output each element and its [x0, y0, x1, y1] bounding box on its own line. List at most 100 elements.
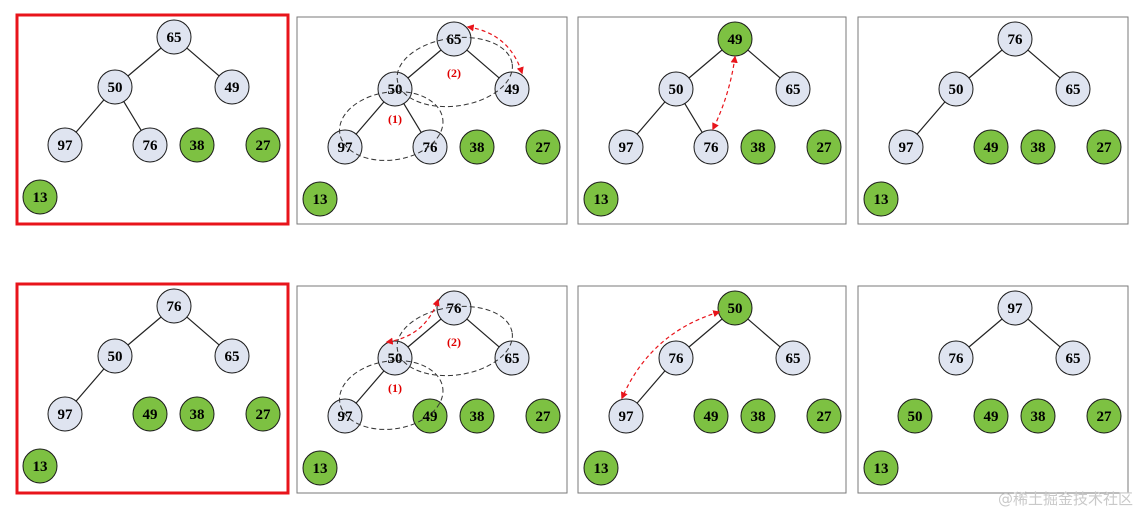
- heap-node: [412, 129, 448, 165]
- node-value: 50: [728, 301, 743, 317]
- compare-ellipse-1: [339, 360, 444, 430]
- sorted-node: [806, 129, 842, 165]
- node-value: 49: [143, 407, 158, 423]
- node-value: 76: [669, 351, 685, 367]
- tree-edge: [1027, 49, 1061, 79]
- tree-edge: [968, 318, 1003, 348]
- node-value: 13: [594, 461, 609, 477]
- sorted-node: [897, 398, 933, 434]
- sorted-node: [412, 398, 448, 434]
- node-value: 50: [908, 409, 923, 425]
- heap-node: [377, 71, 413, 107]
- node-value: 50: [108, 349, 123, 365]
- sorted-node: [1086, 398, 1122, 434]
- tree-edge: [1027, 318, 1061, 348]
- panel-frame: [577, 285, 847, 494]
- node-value: 38: [190, 138, 205, 154]
- sorted-node: [863, 181, 899, 217]
- tree-edge: [127, 316, 162, 346]
- step-label-2: (2): [447, 335, 461, 349]
- tree-edge: [407, 49, 442, 79]
- heap-node: [693, 129, 729, 165]
- node-value: 76: [167, 299, 183, 315]
- node-value: 65: [447, 32, 462, 48]
- heap-node: [327, 398, 363, 434]
- step-label-1: (1): [388, 381, 402, 395]
- node-value: 49: [225, 80, 240, 96]
- node-value: 38: [751, 140, 766, 156]
- node-value: 76: [447, 301, 463, 317]
- panel-frame: [577, 16, 847, 225]
- heap-node: [156, 288, 192, 324]
- node-value: 38: [1031, 140, 1046, 156]
- highlighted-panel-frame: [15, 13, 290, 226]
- node-value: 13: [33, 459, 48, 475]
- tree-edge: [636, 101, 666, 135]
- node-value: 76: [949, 351, 965, 367]
- node-value: 27: [536, 409, 552, 425]
- tree-edge: [355, 370, 385, 404]
- compare-ellipse-1: [339, 91, 444, 161]
- sorted-node: [459, 398, 495, 434]
- highlighted-panel-frame: [15, 282, 290, 495]
- sorted-node: [1020, 398, 1056, 434]
- node-value: 97: [338, 409, 354, 425]
- node-value: 38: [751, 409, 766, 425]
- heap-node: [97, 338, 133, 374]
- node-value: 27: [817, 140, 833, 156]
- tree-edge: [466, 318, 500, 348]
- tree-edge: [916, 101, 946, 135]
- tree-edge: [747, 49, 781, 79]
- node-value: 38: [470, 409, 485, 425]
- sorted-node: [179, 396, 215, 432]
- heap-node: [327, 129, 363, 165]
- node-value: 13: [874, 461, 889, 477]
- node-value: 38: [190, 407, 205, 423]
- tree-edge: [186, 47, 220, 77]
- heap-node: [47, 396, 83, 432]
- heap-node: [997, 21, 1033, 57]
- sorted-node: [22, 179, 58, 215]
- node-value: 38: [1031, 409, 1046, 425]
- heap-node: [938, 340, 974, 376]
- node-value: 13: [313, 461, 328, 477]
- node-value: 76: [423, 140, 439, 156]
- node-value: 50: [669, 82, 684, 98]
- node-value: 13: [874, 192, 889, 208]
- heap-node: [132, 127, 168, 163]
- node-value: 27: [256, 407, 272, 423]
- heap-node: [997, 290, 1033, 326]
- sorted-node: [525, 398, 561, 434]
- heap-node: [214, 69, 250, 105]
- node-value: 49: [423, 409, 438, 425]
- node-value: 65: [1066, 82, 1081, 98]
- heap-node: [1055, 340, 1091, 376]
- heap-node: [1055, 71, 1091, 107]
- node-value: 65: [786, 82, 801, 98]
- sorted-node: [302, 181, 338, 217]
- panel-frame: [296, 16, 568, 225]
- node-value: 97: [338, 140, 354, 156]
- panel-frame: [296, 285, 568, 494]
- node-value: 97: [58, 138, 74, 154]
- node-value: 65: [505, 351, 520, 367]
- node-value: 13: [33, 190, 48, 206]
- tree-edge: [968, 49, 1003, 79]
- node-value: 97: [899, 140, 915, 156]
- sorted-node: [245, 127, 281, 163]
- node-value: 50: [388, 82, 403, 98]
- node-value: 97: [58, 407, 74, 423]
- tree-edge: [684, 103, 703, 133]
- node-value: 13: [594, 192, 609, 208]
- tree-edge: [403, 103, 422, 133]
- heap-node: [775, 71, 811, 107]
- node-value: 76: [704, 140, 720, 156]
- heap-node: [938, 71, 974, 107]
- swap-arrow: [466, 24, 524, 75]
- watermark: @稀土掘金技术社区: [997, 490, 1133, 508]
- node-value: 27: [256, 138, 272, 154]
